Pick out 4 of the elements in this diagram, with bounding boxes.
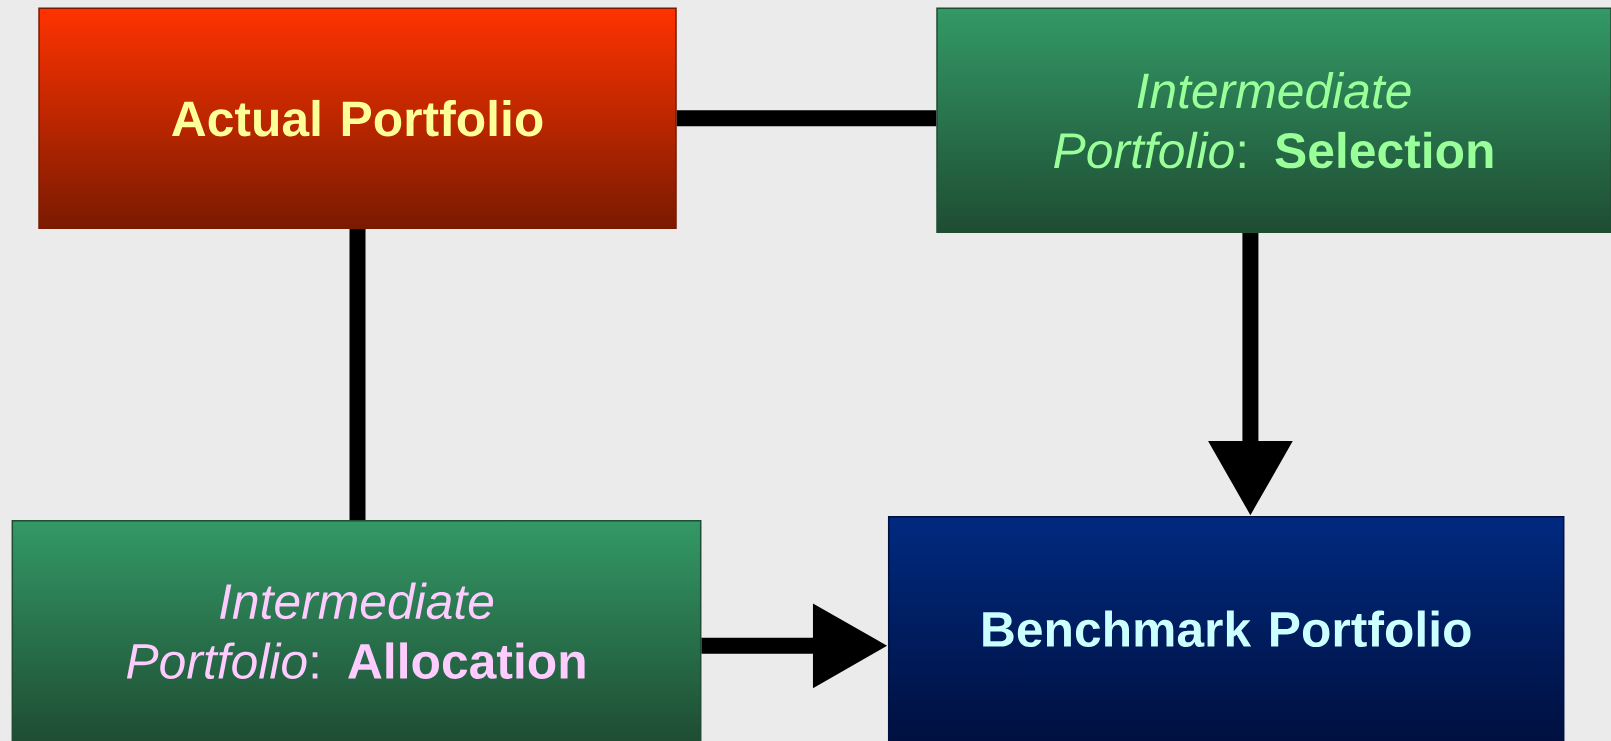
process-box: Intermediate Portfolio: Selection <box>936 7 1611 233</box>
process-box: Benchmark Portfolio <box>887 516 1565 741</box>
process-box: Actual Portfolio <box>38 7 677 229</box>
process-box: Intermediate Portfolio: Allocation <box>11 520 702 741</box>
